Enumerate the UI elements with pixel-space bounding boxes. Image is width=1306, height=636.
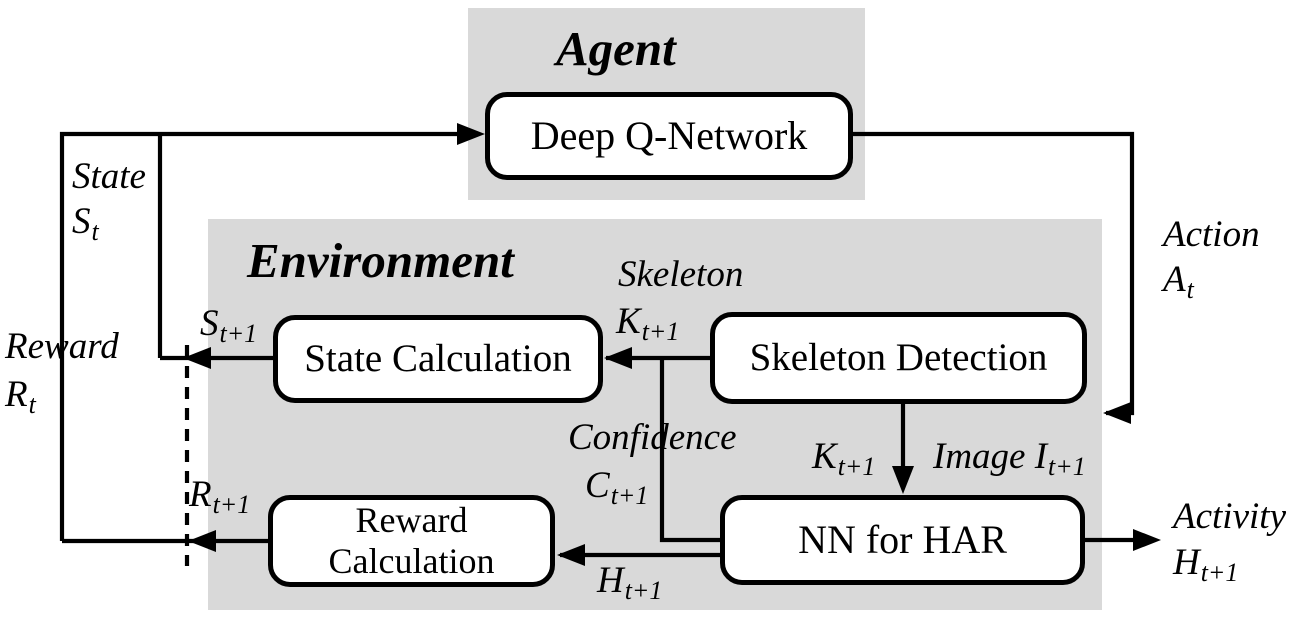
state-word-label: State [72,156,146,197]
skeleton-symbol-label: Kt+1 [616,301,680,346]
arrowhead-activity [1133,529,1161,551]
skeleton-to-nn-label: Kt+1 [812,436,876,481]
confidence-symbol-label: Ct+1 [585,465,649,510]
next-reward-label: Rt+1 [189,474,251,519]
arrowhead-into-environment [1103,402,1131,424]
skeleton-word-label: Skeleton [618,254,744,295]
reward-calculation-label-line1: Reward [355,499,468,540]
state-symbol-label: St [72,201,99,246]
deep-q-network-node: Deep Q-Network [485,92,853,180]
arrowhead-next-state [183,347,211,369]
state-calculation-label: State Calculation [304,336,572,380]
environment-title: Environment [247,233,514,288]
action-symbol-label: At [1163,259,1194,304]
activity-word-label: Activity [1173,496,1286,537]
reward-word-label: Reward [5,326,119,367]
image-input-label: Image It+1 [933,436,1086,481]
state-calculation-node: State Calculation [273,315,603,403]
nn-for-har-label: NN for HAR [798,517,1007,562]
action-word-label: Action [1163,214,1260,255]
skeleton-detection-node: Skeleton Detection [710,312,1087,404]
deep-q-network-label: Deep Q-Network [530,113,808,158]
skeleton-detection-label: Skeleton Detection [749,335,1048,379]
reward-calculation-node: Reward Calculation [268,495,555,587]
har-result-label: Ht+1 [597,560,663,605]
nn-for-har-node: NN for HAR [720,495,1085,585]
activity-symbol-label: Ht+1 [1173,542,1239,587]
agent-title: Agent [556,21,676,76]
confidence-word-label: Confidence [568,417,737,458]
next-state-label: St+1 [200,303,258,348]
reward-calculation-label-line2: Calculation [328,541,495,581]
reward-symbol-label: Rt [5,374,36,419]
